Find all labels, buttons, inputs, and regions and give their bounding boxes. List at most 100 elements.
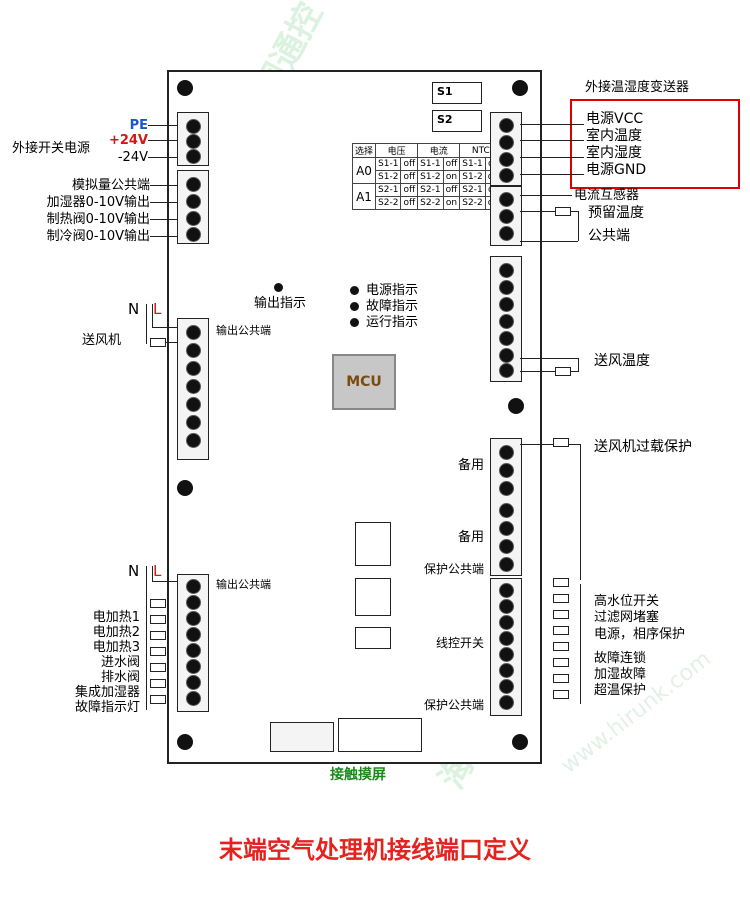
terminal-screw	[186, 675, 201, 690]
spare-terminal-block	[490, 438, 522, 576]
n-label-2: N	[128, 562, 140, 580]
ext-power-label: 外接开关电源	[12, 141, 91, 156]
wire	[152, 566, 153, 582]
wire	[520, 195, 572, 196]
power-indicator-led	[350, 286, 359, 295]
humidify-fault-label: 加湿故障	[594, 667, 647, 682]
table-cell: off	[442, 157, 461, 171]
terminal-screw	[499, 647, 514, 662]
touch-screen-label: 接触摸屏	[330, 767, 386, 783]
table-cell: S1-1	[459, 157, 486, 171]
drain-valve-relay	[150, 663, 166, 672]
dip-s1-label: S1	[437, 85, 453, 98]
over-temp-label: 超温保护	[594, 683, 647, 698]
mounting-hole	[512, 80, 528, 96]
wire	[520, 241, 578, 242]
table-cell: on	[442, 170, 461, 184]
fan-overload-switch	[553, 438, 569, 447]
inlet-valve-label: 进水阀	[100, 655, 140, 670]
wire	[148, 125, 178, 126]
heat3-label: 电加热3	[92, 640, 140, 655]
terminal-screw	[499, 314, 514, 329]
sensor-terminal-block	[490, 112, 522, 186]
fan-relay	[150, 338, 166, 347]
terminal-screw	[499, 118, 514, 133]
indoor-humidity-label: 室内湿度	[586, 145, 642, 161]
dip-switch-s1[interactable]: S1	[432, 82, 482, 104]
touch-screen-terminal	[270, 722, 334, 752]
wire	[166, 342, 178, 343]
table-cell: S1-2	[417, 170, 444, 184]
terminal-screw	[186, 119, 201, 134]
power-indicator-label: 电源指示	[366, 283, 419, 298]
fault-indicator-label: 故障指示	[366, 299, 419, 314]
terminal-screw	[186, 643, 201, 658]
power-terminal-block	[177, 112, 209, 166]
output-common-label-2: 输出公共端	[216, 578, 271, 591]
wire	[570, 211, 578, 212]
terminal-screw	[499, 192, 514, 207]
wire	[146, 566, 147, 710]
output-indicator-led	[274, 283, 283, 292]
table-cell: S2-2	[375, 196, 402, 210]
table-cell: off	[400, 196, 419, 210]
inlet-valve-relay	[150, 647, 166, 656]
table-corner: 选择	[351, 143, 377, 158]
terminal-screw	[186, 177, 201, 192]
terminal-screw	[499, 599, 514, 614]
dip-switch-s2[interactable]: S2	[432, 110, 482, 132]
terminal-screw	[186, 433, 201, 448]
mcu-chip: MCU	[332, 354, 396, 410]
terminal-screw	[499, 583, 514, 598]
wire	[578, 211, 579, 241]
wire	[150, 202, 178, 203]
table-header: 电流	[417, 143, 461, 158]
fault-lamp-label: 故障指示灯	[74, 700, 140, 715]
terminal-screw	[499, 679, 514, 694]
table-cell: S1-1	[375, 157, 402, 171]
terminal-screw	[186, 211, 201, 226]
plus24-label: +24V	[108, 133, 148, 148]
ct-terminal-block	[490, 186, 522, 246]
mounting-hole	[177, 480, 193, 496]
terminal-screw	[499, 331, 514, 346]
mounting-hole	[177, 734, 193, 750]
terminal-screw	[186, 325, 201, 340]
sensor-highlight-box	[570, 99, 740, 189]
table-cell: S1-2	[459, 170, 486, 184]
terminal-screw	[499, 521, 514, 536]
terminal-screw	[186, 343, 201, 358]
spare-label-1: 备用	[457, 458, 484, 473]
wire	[148, 140, 178, 141]
fan-overload-label: 送风机过载保护	[594, 439, 692, 455]
protect-switch	[553, 610, 569, 619]
protect-common-label-2: 保护公共端	[423, 698, 484, 712]
wire	[152, 581, 178, 582]
vcc-label: 电源VCC	[586, 111, 644, 127]
humidifier-relay	[150, 679, 166, 688]
wire	[520, 358, 578, 359]
terminal-screw	[499, 503, 514, 518]
common-label: 公共端	[588, 228, 630, 244]
filter-block-label: 过滤网堵塞	[594, 610, 660, 625]
phase-protect-label: 电源，相序保护	[594, 627, 686, 642]
reserve-temp-label: 预留温度	[588, 205, 644, 221]
wire	[520, 124, 584, 125]
relay-chip	[355, 522, 391, 566]
terminal-screw	[186, 194, 201, 209]
output-terminal-block-2	[177, 574, 209, 712]
wire	[580, 584, 581, 704]
wire	[578, 358, 579, 372]
terminal-screw	[186, 691, 201, 706]
table-cell: S2-1	[375, 183, 402, 197]
terminal-screw	[186, 361, 201, 376]
fault-lamp-relay	[150, 695, 166, 704]
protect-common-label-1: 保护公共端	[423, 562, 484, 576]
table-cell: S2-2	[459, 196, 486, 210]
db9-connector	[338, 718, 422, 752]
wire	[148, 157, 178, 158]
analog-terminal-block	[177, 170, 209, 244]
terminal-screw	[499, 539, 514, 554]
indoor-temp-label: 室内温度	[586, 128, 642, 144]
table-cell: off	[400, 170, 419, 184]
